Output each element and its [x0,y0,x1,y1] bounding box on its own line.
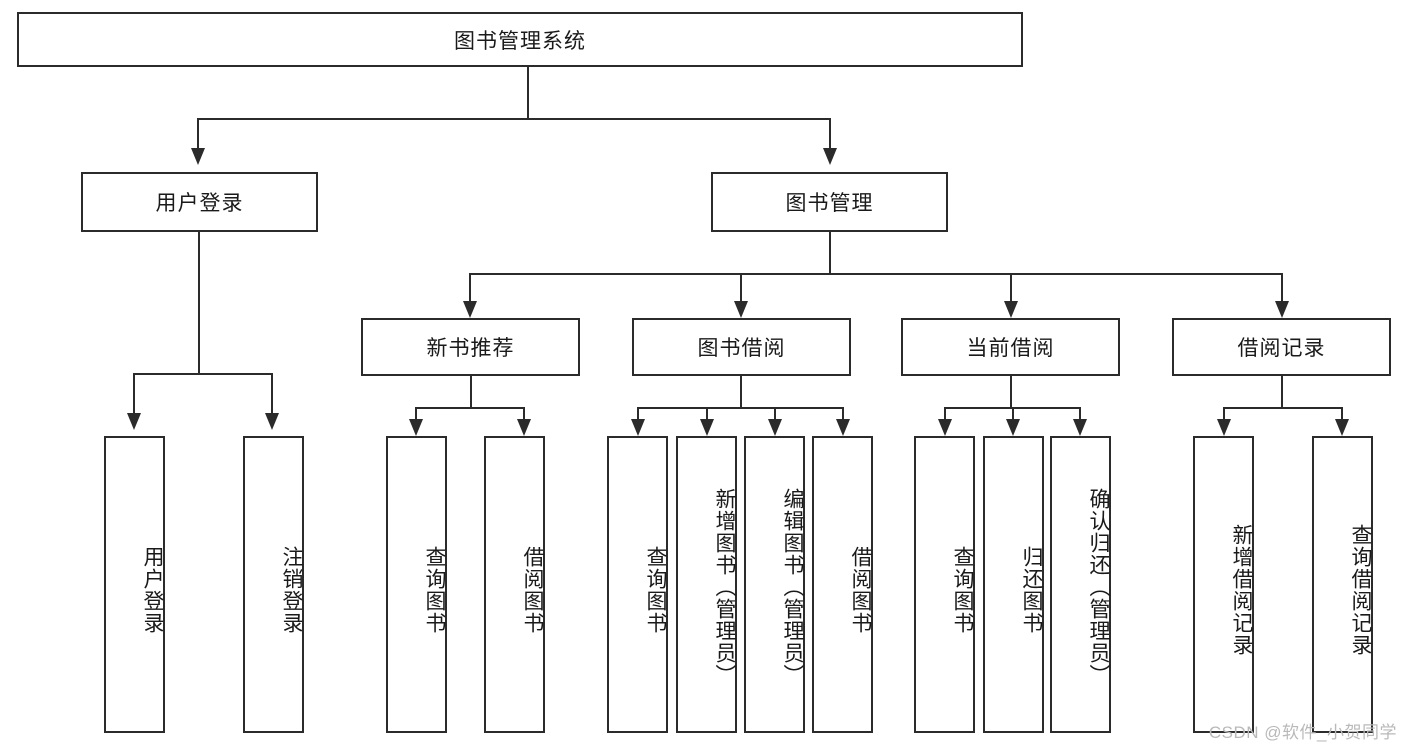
edge-cb-to-leaf-2 [1012,407,1014,422]
arrowhead-leaf-user-login [127,413,141,430]
edge-bb-to-leaf-1 [637,407,639,422]
edge-cb-to-leaf-3 [1079,407,1081,422]
arrowhead-bb-leaf-1 [631,419,645,436]
node-root-book-management-system[interactable]: 图书管理系统 [17,12,1023,67]
node-label: 归还图书 [1020,545,1043,634]
arrowhead-book-borrow [734,301,748,318]
edge-root-stem [527,67,529,119]
node-label: 编辑图书（管理员） [781,487,804,686]
edge-cb-to-leaf-1 [944,407,946,422]
node-label: 注销登录 [280,545,303,634]
leaf-br-query-record[interactable]: 查询借阅记录 [1312,436,1373,733]
node-label: 查询借阅记录 [1349,523,1372,656]
leaf-logout[interactable]: 注销登录 [243,436,304,733]
arrowhead-bb-leaf-2 [700,419,714,436]
edge-nbr-to-leaf-2 [523,407,525,422]
edge-bb-stem [740,376,742,408]
arrowhead-br-leaf-2 [1335,419,1349,436]
arrowhead-bb-leaf-4 [836,419,850,436]
edge-bm-to-new-book [469,273,471,303]
node-user-login[interactable]: 用户登录 [81,172,318,232]
node-label: 查询图书 [951,545,974,634]
leaf-br-add-record[interactable]: 新增借阅记录 [1193,436,1254,733]
edge-user-login-to-leaf-1 [133,373,135,415]
arrowhead-new-book-recommend [463,301,477,318]
arrowhead-current-borrow [1004,301,1018,318]
leaf-cb-return-book[interactable]: 归还图书 [983,436,1044,733]
arrowhead-leaf-logout [265,413,279,430]
edge-nbr-bus [415,407,525,409]
arrowhead-cb-leaf-1 [938,419,952,436]
edge-bm-to-book-borrow [740,273,742,303]
arrowhead-nbr-leaf-2 [517,419,531,436]
edge-bb-to-leaf-2 [706,407,708,422]
node-current-borrow[interactable]: 当前借阅 [901,318,1120,376]
edge-root-to-book-management [829,118,831,150]
node-label: 借阅图书 [521,545,544,634]
edge-user-login-bus [133,373,271,375]
arrowhead-cb-leaf-2 [1006,419,1020,436]
edge-br-bus [1223,407,1343,409]
node-label: 查询图书 [423,545,446,634]
edge-bm-to-current-borrow [1010,273,1012,303]
node-label: 用户登录 [141,545,164,634]
edge-bb-bus [637,407,843,409]
leaf-nbr-query-book[interactable]: 查询图书 [386,436,447,733]
leaf-bb-edit-book-admin[interactable]: 编辑图书（管理员） [744,436,805,733]
leaf-cb-query-book[interactable]: 查询图书 [914,436,975,733]
edge-br-to-leaf-1 [1223,407,1225,422]
node-label: 新书推荐 [426,337,515,360]
node-label: 用户登录 [155,192,244,215]
leaf-bb-query-book[interactable]: 查询图书 [607,436,668,733]
node-new-book-recommend[interactable]: 新书推荐 [361,318,580,376]
node-label: 图书管理系统 [454,29,586,53]
edge-bm-to-borrow-record [1281,273,1283,303]
edge-book-management-bus [469,273,1283,275]
leaf-bb-add-book-admin[interactable]: 新增图书（管理员） [676,436,737,733]
arrowhead-nbr-leaf-1 [409,419,423,436]
edge-root-to-user-login [197,118,199,150]
leaf-user-login[interactable]: 用户登录 [104,436,165,733]
edge-user-login-to-leaf-2 [271,373,273,415]
node-label: 当前借阅 [966,337,1055,360]
edge-br-stem [1281,376,1283,408]
edge-bb-to-leaf-4 [842,407,844,422]
arrowhead-bb-leaf-3 [768,419,782,436]
edge-root-bus [197,118,831,120]
node-label: 借阅图书 [849,545,872,634]
node-book-borrow[interactable]: 图书借阅 [632,318,851,376]
node-label: 确认归还（管理员） [1087,487,1110,686]
node-borrow-record[interactable]: 借阅记录 [1172,318,1391,376]
leaf-cb-confirm-return-admin[interactable]: 确认归还（管理员） [1050,436,1111,733]
node-label: 新增借阅记录 [1230,523,1253,656]
leaf-nbr-borrow-book[interactable]: 借阅图书 [484,436,545,733]
arrowhead-user-login [191,148,205,165]
node-label: 新增图书（管理员） [713,487,736,686]
edge-nbr-stem [470,376,472,408]
edge-user-login-stem [198,232,200,374]
arrowhead-borrow-record [1275,301,1289,318]
edge-br-to-leaf-2 [1341,407,1343,422]
node-label: 图书管理 [785,192,874,215]
edge-nbr-to-leaf-1 [415,407,417,422]
edge-book-management-stem [829,232,831,274]
edge-cb-stem [1010,376,1012,408]
node-book-management[interactable]: 图书管理 [711,172,948,232]
edge-bb-to-leaf-3 [774,407,776,422]
node-label: 借阅记录 [1237,337,1326,360]
node-label: 图书借阅 [697,337,786,360]
node-label: 查询图书 [644,545,667,634]
arrowhead-br-leaf-1 [1217,419,1231,436]
leaf-bb-borrow-book[interactable]: 借阅图书 [812,436,873,733]
arrowhead-book-management [823,148,837,165]
watermark: CSDN @软件_小贺同学 [1208,723,1397,742]
arrowhead-cb-leaf-3 [1073,419,1087,436]
